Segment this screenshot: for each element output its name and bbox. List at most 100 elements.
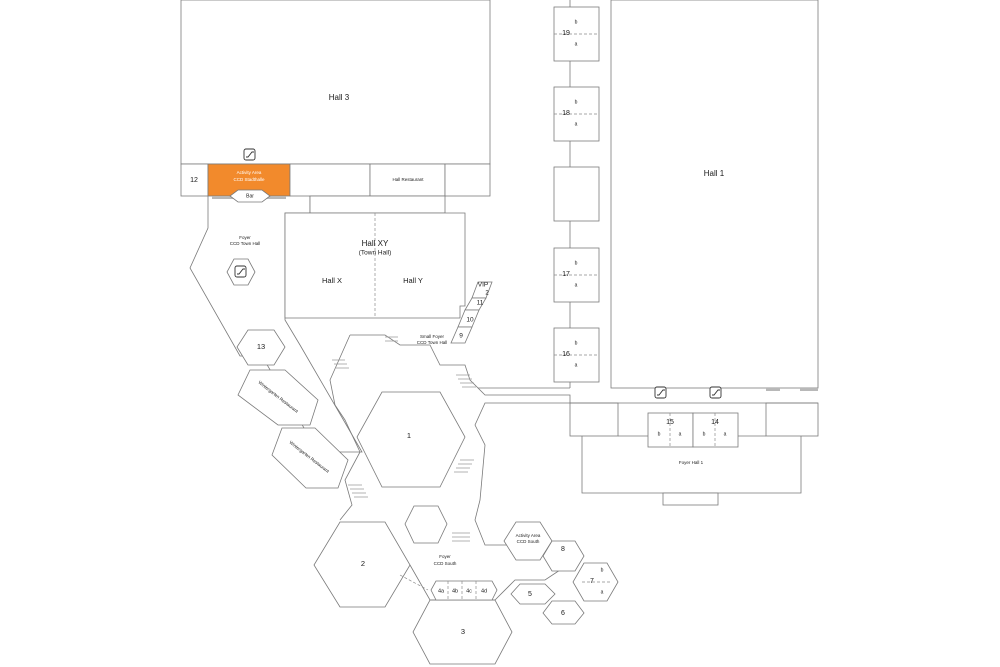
south-area: 2 3 Foyer CCD South 4a 4b 4c 4d Activity… (313, 521, 619, 665)
central-foyer: 13 Wintergarten Restaurant Wintergarten … (236, 329, 571, 546)
hall-1-block: Hall 1 19 b a 18 b a 17 b a 16 b a (553, 0, 819, 506)
hall-3-block: Hall 3 12 Activity Area CCD Stadthalle H… (180, 0, 491, 199)
room-hall-3-side-2 (444, 163, 491, 197)
room-6[interactable] (542, 600, 585, 625)
room-3-label: 3 (461, 627, 465, 636)
stairs-bar-hall1-1 (766, 388, 780, 391)
room-5-label: 5 (528, 591, 532, 598)
room-1-label: 1 (407, 431, 411, 440)
escalator-icon (709, 386, 722, 399)
room-8[interactable] (542, 540, 585, 572)
room-4c-label: 4c (466, 588, 472, 594)
small-hex-south (404, 505, 448, 544)
hall-1-label: Hall 1 (704, 169, 725, 178)
stairs-bar-left (212, 196, 234, 199)
hall-xy-label-1: Hall XY (362, 239, 389, 248)
hall-xy-label-2: (Town Hall) (359, 250, 392, 257)
room-2-small-label: 2 (485, 291, 489, 297)
room-15-label: 15 (666, 419, 674, 426)
foyer-south-label-2: CCD South (434, 561, 457, 566)
room-16-label: 16 (562, 351, 570, 358)
hall-xy-top-strip (309, 195, 446, 214)
escalator-icon (654, 386, 667, 399)
small-foyer-label-2: CCD Town Hall (417, 340, 447, 345)
room-7b-label: b (601, 567, 604, 573)
room-4a-label: 4a (438, 588, 445, 594)
hall-x-label: Hall X (322, 276, 342, 285)
activity-south-label-1: Activity Area (516, 533, 541, 538)
room-4b-label: 4b (452, 588, 458, 594)
room-hall-3-side-1 (289, 163, 371, 197)
room-hall-1[interactable] (610, 0, 819, 389)
room-19b-label: b (575, 19, 578, 25)
room-14[interactable] (692, 412, 739, 448)
room-hall-restaurant[interactable] (369, 163, 446, 197)
foyer-hall-1-entrance (662, 492, 719, 506)
central-foyer-outline (329, 334, 571, 546)
foyer-south-label-1: Foyer (439, 554, 451, 559)
room-13[interactable] (236, 329, 286, 366)
room-14a-label: a (724, 431, 727, 437)
foyer-south-dash (399, 574, 429, 591)
vip-label: VIP (478, 282, 488, 289)
room-19a-label: a (575, 41, 578, 47)
room-19-label: 19 (562, 30, 570, 37)
room-8-label: 8 (561, 546, 565, 553)
room-7[interactable] (572, 562, 619, 602)
room-unnamed-mid (553, 166, 600, 222)
room-14b-label: b (703, 431, 706, 437)
room-11-label: 11 (477, 300, 484, 307)
escalator-icon (243, 148, 256, 161)
room-6-label: 6 (561, 610, 565, 617)
activity-south-label-2: CCD South (517, 539, 540, 544)
room-15b-label: b (658, 431, 661, 437)
foyer-town-hall-label-1: Foyer (239, 235, 251, 240)
bar-label: Bar (246, 193, 254, 199)
room-7a-label: a (601, 589, 604, 595)
hall-y-label: Hall Y (403, 276, 423, 285)
hall-3-label: Hall 3 (329, 93, 350, 102)
stairs-group-1 (332, 336, 476, 542)
room-15[interactable] (647, 412, 694, 448)
room-wintergarten-2[interactable] (271, 427, 349, 489)
room-17a-label: a (575, 282, 578, 288)
activity-stadthalle-label-2: CCD Stadthalle (233, 177, 265, 182)
room-18b-label: b (575, 99, 578, 105)
vip-rooms: VIP 2 11 10 9 Small Foyer CCD Town Hall (417, 281, 493, 345)
hall-restaurant-label: Hall Restaurant (392, 177, 424, 182)
room-1[interactable] (356, 391, 466, 488)
room-7-label: 7 (590, 578, 594, 585)
room-bar[interactable] (229, 189, 271, 203)
room-side-left-hall1 (569, 402, 619, 437)
room-9-label: 9 (459, 333, 463, 340)
foyer-south-outline (409, 564, 561, 601)
room-2-label: 2 (361, 559, 365, 568)
room-17b-label: b (575, 260, 578, 266)
room-activity-area-south[interactable] (503, 521, 553, 561)
activity-stadthalle-label-1: Activity Area (237, 170, 262, 175)
room-5[interactable] (510, 583, 556, 605)
room-hall-3[interactable] (180, 0, 491, 165)
foyer-town-hall-label-2: CCD Town Hall (230, 241, 260, 246)
room-17-label: 17 (562, 271, 570, 278)
room-12[interactable] (180, 163, 209, 197)
room-4[interactable] (430, 580, 498, 601)
room-wintergarten-1[interactable] (237, 369, 319, 426)
stairs-bar-right (266, 196, 286, 199)
room-4d-label: 4d (481, 588, 487, 594)
foyer-hall-1-label: Foyer Hall 1 (679, 460, 704, 465)
room-18-label: 18 (562, 110, 570, 117)
room-side-right-hall1 (765, 402, 819, 437)
room-2[interactable] (313, 521, 411, 608)
room-13-label: 13 (257, 342, 265, 351)
stairs-bar-hall1-2 (800, 388, 818, 391)
room-15a-label: a (679, 431, 682, 437)
room-18a-label: a (575, 121, 578, 127)
room-10-label: 10 (466, 317, 474, 324)
room-16b-label: b (575, 340, 578, 346)
room-9[interactable] (450, 326, 473, 344)
hall-xy-block: Hall XY (Town Hall) Hall X Hall Y (284, 195, 466, 319)
stairs-icon (234, 265, 247, 278)
room-12-label: 12 (190, 177, 198, 184)
